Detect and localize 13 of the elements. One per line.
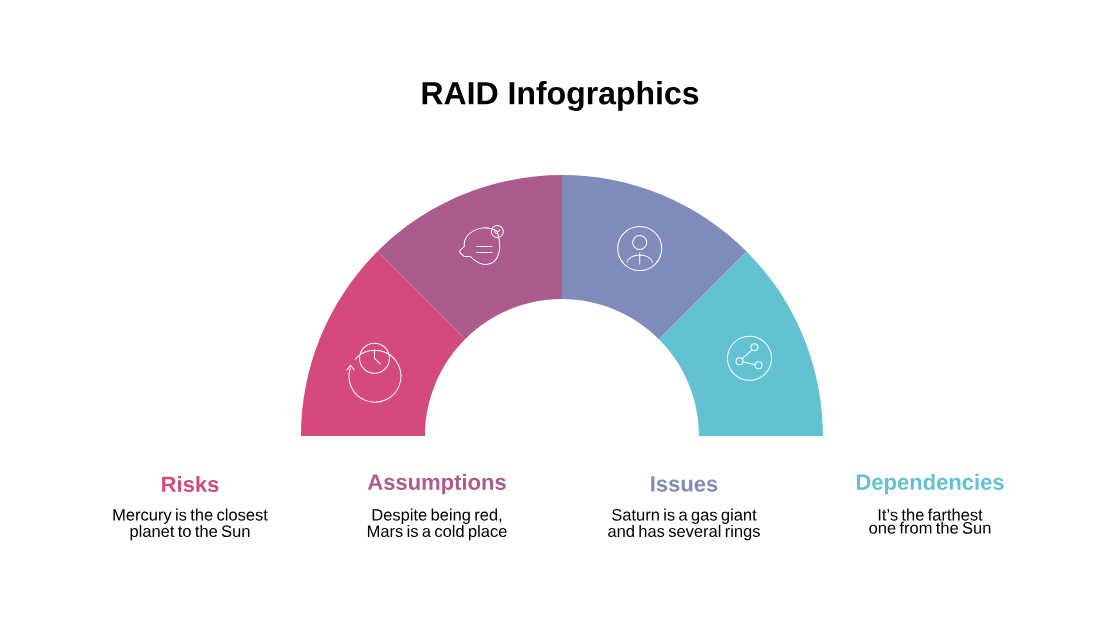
- ring-segment: [377, 175, 562, 340]
- heading: Assumptions: [367, 473, 506, 495]
- description: It’s the farthest one from the Sun: [869, 508, 991, 534]
- description: Saturn is a gas giant and has several rings: [608, 508, 760, 541]
- ring-segment: [562, 175, 747, 340]
- ring-segment: [658, 251, 823, 436]
- title: RAID Infographics: [422, 81, 699, 111]
- heading: Risks: [162, 475, 219, 493]
- description: Mercury is the closest planet to the Sun: [113, 508, 268, 541]
- heading: Issues: [651, 476, 718, 492]
- description: Despite being red, Mars is a cold place: [367, 508, 507, 541]
- ring-segment: [301, 251, 466, 436]
- heading: Dependencies: [856, 473, 1004, 495]
